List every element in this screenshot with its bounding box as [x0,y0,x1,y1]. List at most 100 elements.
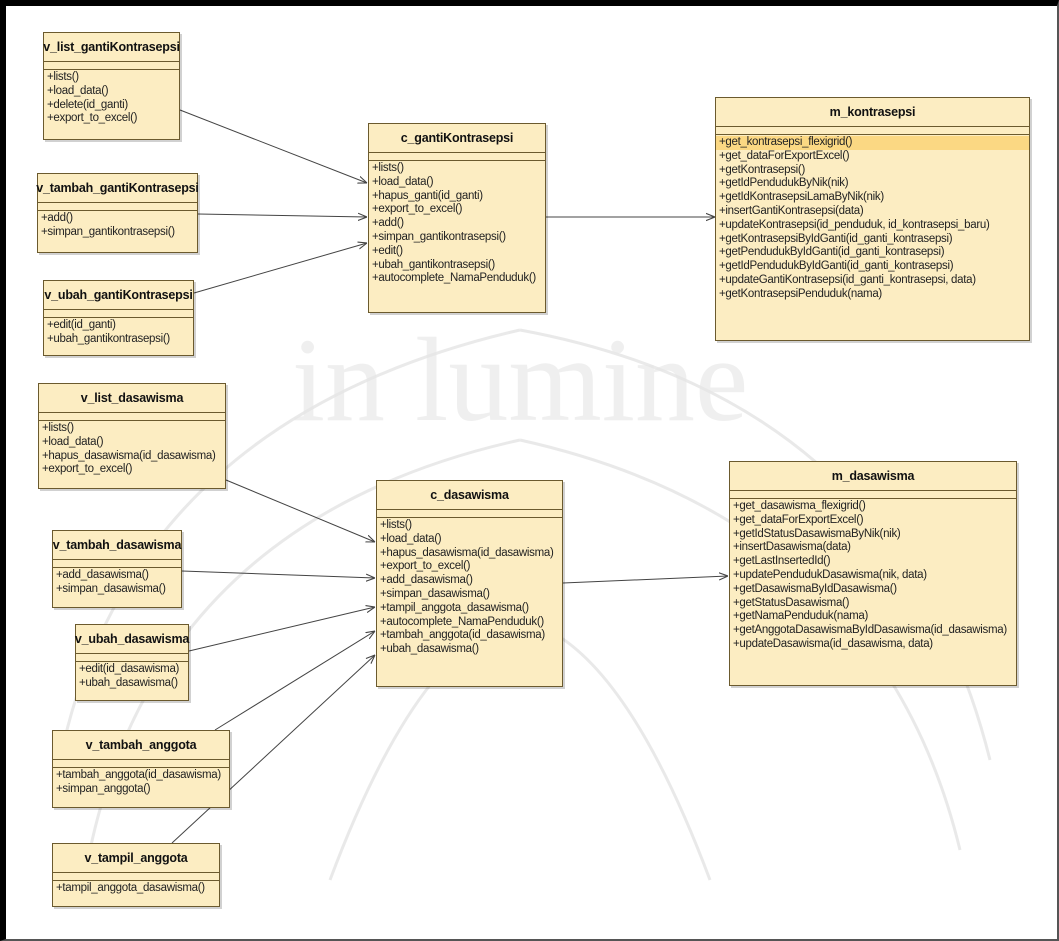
operation: +lists() [372,162,404,174]
operation: +hapus_ganti(id_ganti) [372,189,483,202]
operation: +ubah_dasawisma() [380,643,479,656]
link-cdasa-mdasa [562,576,728,584]
class-m-kontrasepsi[interactable]: m_kontrasepsi +get_kontrasepsi_flexigrid… [715,97,1030,341]
class-v-ubah-dasawisma[interactable]: v_ubah_dasawisma +edit(id_dasawisma) +ub… [75,624,189,701]
class-operations: +add() +simpan_gantikontrasepsi() [38,211,197,240]
class-v-list-dasawisma[interactable]: v_list_dasawisma +lists() +load_data() +… [38,383,226,489]
class-c-gantikontrasepsi[interactable]: c_gantiKontrasepsi +lists() +load_data()… [368,123,546,313]
operation: +getPendudukByIdGanti(id_ganti_kontrasep… [719,246,945,259]
operation: +add_dasawisma() [380,574,473,587]
class-attributes [716,127,1029,135]
operation: +export_to_excel() [372,203,463,216]
operation: +tambah_anggota(id_dasawisma) [56,769,221,781]
class-attributes [39,413,225,421]
operation: +get_dataForExportExcel() [719,149,850,162]
class-attributes [38,203,197,211]
operation: +ubah_gantikontrasepsi() [372,258,495,271]
class-operations: +lists() +load_data() +hapus_ganti(id_ga… [369,161,545,286]
operation: +get_dataForExportExcel() [733,513,864,526]
link-vubahdasa-cdasa [188,607,375,652]
operation: +simpan_gantikontrasepsi() [41,225,175,238]
operation: +hapus_dasawisma(id_dasawisma) [380,546,554,559]
class-name: v_list_gantiKontrasepsi [43,33,180,62]
operation: +add() [41,212,73,224]
operation: +getAnggotaDasawismaByIdDasawisma(id_das… [733,624,1007,637]
class-operations: +lists() +load_data() +delete(id_ganti) … [44,70,179,126]
operation: +getIdKontrasepsiLamaByNik(nik) [719,191,884,204]
class-name: c_gantiKontrasepsi [369,124,545,153]
operation: +delete(id_ganti) [47,98,128,111]
operation: +getKontrasepsiByIdGanti(id_ganti_kontra… [719,232,953,245]
operation: +insertDasawisma(data) [733,541,851,554]
class-v-tambah-gantikontrasepsi[interactable]: v_tambah_gantiKontrasepsi +add() +simpan… [36,173,199,253]
operation: +load_data() [47,84,109,97]
class-attributes [53,560,181,568]
operation: +tampil_anggota_dasawisma() [380,601,529,614]
operation: +getKontrasepsi() [719,163,805,176]
class-attributes [53,760,229,768]
operation: +ubah_dasawisma() [79,676,178,689]
operation: +simpan_anggota() [56,782,151,795]
class-c-dasawisma[interactable]: c_dasawisma +lists() +load_data() +hapus… [376,480,563,687]
operation: +add_dasawisma() [56,569,149,581]
link-vlistganti-cganti [179,109,367,183]
class-attributes [44,62,179,70]
operation: +getKontrasepsiPenduduk(nama) [719,287,882,300]
class-m-dasawisma[interactable]: m_dasawisma +get_dasawisma_flexigrid() +… [729,461,1017,686]
operation: +lists() [380,519,412,531]
class-operations: +lists() +load_data() +hapus_dasawisma(i… [39,421,225,477]
class-v-tambah-dasawisma[interactable]: v_tambah_dasawisma +add_dasawisma() +sim… [52,530,182,608]
operation: +load_data() [372,175,434,188]
link-vlistdasa-cdasa [225,479,375,542]
class-attributes [53,873,219,881]
operation: +autocomplete_NamaPenduduk() [372,272,536,285]
class-v-tambah-anggota[interactable]: v_tambah_anggota +tambah_anggota(id_dasa… [52,730,230,808]
class-name: v_list_dasawisma [39,384,225,413]
class-v-ubah-gantikontrasepsi[interactable]: v_ubah_gantiKontrasepsi +edit(id_ganti) … [43,280,194,356]
class-attributes [369,153,545,161]
operation: +lists() [47,71,79,83]
class-name: v_ubah_dasawisma [75,625,189,654]
class-name: m_kontrasepsi [716,98,1029,127]
class-v-tampil-anggota[interactable]: v_tampil_anggota +tampil_anggota_dasawis… [52,843,220,907]
operation: +getIdPendudukByNik(nik) [719,177,849,190]
operation: +getNamaPenduduk(nama) [733,610,868,623]
operation: +updateGantiKontrasepsi(id_ganti_kontras… [719,273,976,286]
link-vtambahganti-cganti [197,214,367,217]
link-vtambahanggota-cdasa [214,631,375,731]
class-operations: +lists() +load_data() +hapus_dasawisma(i… [377,518,562,657]
class-v-list-gantikontrasepsi[interactable]: v_list_gantiKontrasepsi +lists() +load_d… [43,32,180,140]
operation: +ubah_gantikontrasepsi() [47,332,170,345]
class-attributes [76,654,188,662]
operation: +getDasawismaByIdDasawisma() [733,582,897,595]
class-attributes [377,510,562,518]
class-name: v_tambah_gantiKontrasepsi [36,174,199,203]
operation: +getIdPendudukByIdGanti(id_ganti_kontras… [719,260,954,273]
operation: +simpan_gantikontrasepsi() [372,230,506,243]
operation: +getLastInsertedId() [733,555,831,568]
operation: +load_data() [380,532,442,545]
link-vubahganti-cganti [193,243,367,294]
class-attributes [44,310,193,318]
left-border-bar [0,0,6,130]
class-attributes [730,491,1016,499]
class-operations: +tambah_anggota(id_dasawisma) +simpan_an… [53,768,229,797]
operation: +export_to_excel() [42,463,133,476]
operation: +updatePendudukDasawisma(nik, data) [733,568,927,581]
operation: +edit(id_ganti) [47,319,116,331]
operation: +export_to_excel() [380,560,471,573]
class-operations: +get_dasawisma_flexigrid() +get_dataForE… [730,499,1016,652]
operation: +insertGantiKontrasepsi(data) [719,204,864,217]
operation: +edit() [372,244,403,257]
class-name: m_dasawisma [730,462,1016,491]
operation: +tambah_anggota(id_dasawisma) [380,629,545,642]
class-operations: +edit(id_dasawisma) +ubah_dasawisma() [76,662,188,691]
operation: +hapus_dasawisma(id_dasawisma) [42,449,216,462]
class-operations: +get_kontrasepsi_flexigrid() +get_dataFo… [716,135,1029,302]
class-operations: +edit(id_ganti) +ubah_gantikontrasepsi() [44,318,193,347]
operation: +get_dasawisma_flexigrid() [733,500,866,512]
link-vtampilanggota-cdasa [171,655,375,844]
operation-selected: +get_kontrasepsi_flexigrid() [716,136,1029,150]
